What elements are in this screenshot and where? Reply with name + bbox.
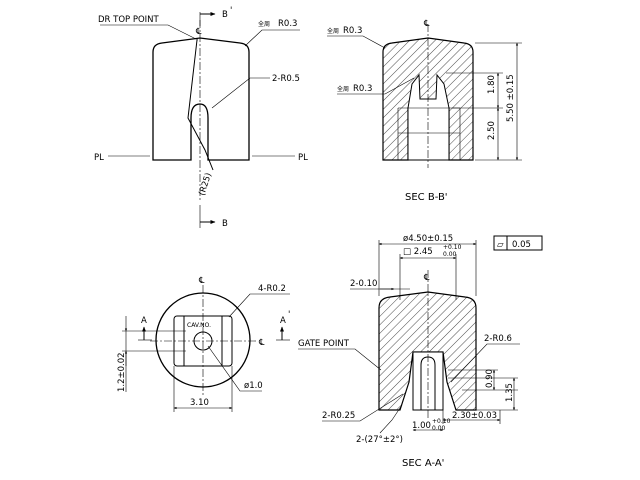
hole-dia-label: ø1.0 bbox=[244, 381, 263, 391]
pl-left-label: PL bbox=[94, 153, 104, 163]
angle-leader bbox=[379, 404, 403, 434]
dim-010: 2-0.10 bbox=[350, 279, 377, 289]
corner-radius-label: R0.3 bbox=[278, 19, 297, 29]
sec-bb-outer-radius-leader bbox=[327, 35, 386, 49]
corner-radius-prefix: 全周 bbox=[258, 20, 270, 28]
corner-leader bbox=[228, 293, 290, 318]
pl-right-label: PL bbox=[298, 153, 308, 163]
parting-line bbox=[187, 39, 214, 171]
corner-label: 4-R0.2 bbox=[258, 284, 286, 294]
dr-top-point-label: DR TOP POINT bbox=[98, 15, 160, 25]
dim-square: □ 2.45 bbox=[403, 247, 433, 257]
slot-radius-label: 2-R0.5 bbox=[272, 74, 300, 84]
section-b-bottom-label: B bbox=[222, 219, 228, 229]
gate-point-label: GATE POINT bbox=[298, 339, 350, 349]
sec-aa-title: SEC A-A' bbox=[402, 458, 444, 469]
sec-bb-outer-radius-prefix: 全周 bbox=[327, 27, 339, 35]
section-a-label: A bbox=[141, 316, 147, 326]
dim-1-2: 1.2±0.02 bbox=[117, 352, 127, 392]
dim-3-10: 3.10 bbox=[190, 398, 209, 408]
dim-100: 1.00 bbox=[412, 421, 431, 431]
dim-100-tol-lower: 0.00 bbox=[432, 425, 446, 432]
sec-bb-outer-radius: R0.3 bbox=[343, 26, 362, 36]
sec-bb-inner-radius-leader bbox=[337, 77, 415, 95]
flatness-symbol: ⏥ bbox=[497, 240, 504, 250]
dim-250: 2.50 bbox=[487, 121, 497, 140]
flatness-frame bbox=[493, 235, 543, 251]
dim-100-tol-upper: +0.10 bbox=[432, 418, 451, 425]
hole-dia-leader bbox=[207, 345, 262, 392]
section-b-top-prime: ' bbox=[230, 6, 232, 16]
r06-leader bbox=[450, 343, 520, 383]
sec-bb-inner-radius-prefix: 全周 bbox=[337, 85, 349, 93]
r025-leader bbox=[322, 393, 404, 422]
gate-point-leader bbox=[298, 348, 382, 371]
slot-radius-leader bbox=[211, 77, 270, 109]
sec-bb-centerline-symbol: ℄ bbox=[423, 19, 430, 29]
dim-square-tol-upper: +0.10 bbox=[443, 244, 462, 251]
sec-aa-body bbox=[378, 291, 477, 411]
r025-label: 2-R0.25 bbox=[322, 411, 355, 421]
section-b-top-label: B bbox=[222, 10, 228, 20]
centerline-symbol: ℄ bbox=[195, 27, 202, 37]
bottom-left-view: ℄ ℄ A A ' 4-R0.2 CAV.NO. ø1.0 3.10 1.2±0… bbox=[117, 276, 290, 412]
dim-230: 2.30±0.03 bbox=[452, 411, 497, 421]
sec-bb-inner-slot bbox=[407, 73, 450, 161]
cav-no-label: CAV.NO. bbox=[187, 322, 211, 329]
angle-label: 2-(27°±2°) bbox=[356, 435, 403, 445]
dim-550: 5.50 ±0.15 bbox=[506, 74, 516, 122]
dr-top-point-leader bbox=[100, 24, 199, 41]
sec-bb-title: SEC B-B' bbox=[405, 192, 448, 203]
dim-135: 1.35 bbox=[505, 383, 515, 402]
sec-aa-centerline-symbol: ℄ bbox=[423, 273, 430, 283]
dim-090: 0.90 bbox=[485, 369, 495, 388]
centerline-top-symbol: ℄ bbox=[198, 276, 205, 286]
corner-radius-leader bbox=[244, 29, 300, 47]
dim-square-tol-lower: 0.00 bbox=[443, 251, 457, 258]
dim-180: 1.80 bbox=[487, 75, 497, 94]
sec-bb-inner-radius: R0.3 bbox=[353, 84, 372, 94]
sec-aa-view: ℄ ø4.50±0.15 □ 2.45 +0.10 0.00 ⏥ 0.05 2-… bbox=[298, 234, 543, 469]
dim-dia: ø4.50±0.15 bbox=[403, 234, 453, 244]
r06-label: 2-R0.6 bbox=[484, 334, 512, 344]
cap-outline bbox=[152, 37, 250, 161]
top-left-view: PL PL B ' B DR TOP POINT ℄ 全周 R0.3 2-R0.… bbox=[94, 6, 308, 229]
section-a-prime-label: A bbox=[280, 316, 286, 326]
sec-bb-view: ℄ 全周 R0.3 全周 R0.3 1.80 2.50 5.50 ±0.15 S… bbox=[327, 19, 522, 203]
section-a-prime-mark: ' bbox=[288, 310, 290, 320]
flatness-value: 0.05 bbox=[512, 240, 531, 250]
centerline-right-symbol: ℄ bbox=[258, 338, 265, 348]
